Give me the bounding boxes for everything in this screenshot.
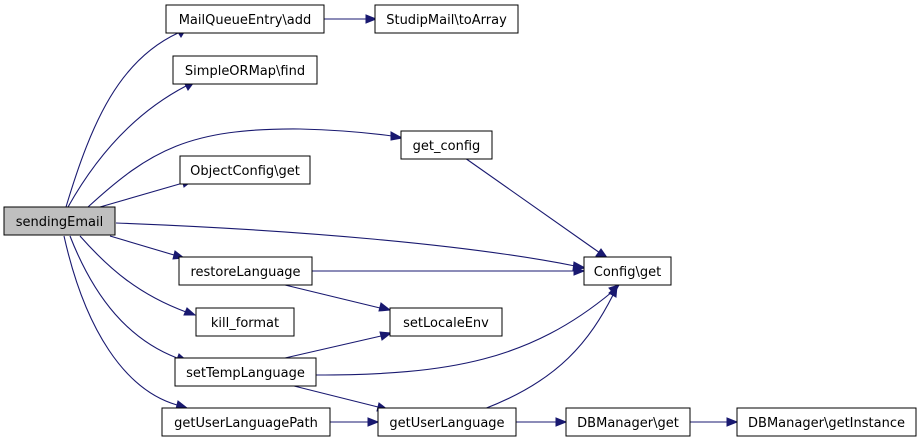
node-objectconfig-get[interactable]: ObjectConfig\get	[179, 155, 311, 185]
edge-sendingemail-to-get-config	[87, 128, 404, 208]
edge-sendingemail-to-kill-format	[79, 235, 197, 316]
node-label: getUserLanguagePath	[174, 416, 318, 431]
node-label: StudipMail\toArray	[386, 13, 507, 28]
node-label: ObjectConfig\get	[190, 164, 300, 179]
node-studipmail-toarray[interactable]: StudipMail\toArray	[374, 4, 519, 34]
edge-getuserlanguage-to-dbmanager-get	[516, 417, 568, 427]
edge-restorelanguage-to-setlocaleenv	[284, 284, 392, 312]
node-label: sendingEmail	[16, 215, 103, 230]
node-get-config[interactable]: get_config	[400, 130, 493, 160]
node-simpleormap-find[interactable]: SimpleORMap\find	[172, 55, 318, 85]
node-settemplanguage[interactable]: setTempLanguage	[174, 357, 317, 387]
node-label: setTempLanguage	[186, 366, 305, 381]
node-restorelanguage[interactable]: restoreLanguage	[178, 256, 313, 286]
edge-sendingemail-to-restorelanguage	[109, 235, 186, 260]
edge-sendingemail-to-getuserlanguagepath	[63, 235, 189, 410]
edge-dbmanager-get-to-dbmanager-getinstance	[690, 417, 739, 427]
node-label: setLocaleEnv	[403, 316, 489, 331]
node-config-get[interactable]: Config\get	[583, 256, 672, 286]
node-label: get_config	[413, 139, 481, 154]
node-sendingemail[interactable]: sendingEmail	[3, 206, 116, 236]
node-dbmanager-get[interactable]: DBManager\get	[565, 407, 691, 437]
edge-getuserlanguage-to-config-get	[483, 284, 618, 410]
edge-settemplanguage-to-getuserlanguage	[289, 384, 390, 412]
node-label: DBManager\getInstance	[748, 416, 905, 431]
edge-getuserlanguagepath-to-getuserlanguage	[330, 417, 380, 427]
edge-sendingemail-to-objectconfig-get	[99, 178, 195, 208]
edge-sendingemail-to-settemplanguage	[69, 235, 189, 363]
edge-get-config-to-config-get	[464, 157, 610, 260]
node-label: getUserLanguage	[389, 416, 504, 431]
node-label: kill_format	[211, 316, 279, 331]
node-setlocaleenv[interactable]: setLocaleEnv	[389, 307, 503, 337]
node-getuserlanguagepath[interactable]: getUserLanguagePath	[161, 407, 331, 437]
edge-settemplanguage-to-setlocaleenv	[284, 331, 393, 359]
node-label: DBManager\get	[577, 416, 679, 431]
node-kill-format[interactable]: kill_format	[195, 307, 295, 337]
node-label: Config\get	[594, 265, 661, 280]
node-getuserlanguage[interactable]: getUserLanguage	[377, 407, 517, 437]
node-label: restoreLanguage	[190, 265, 300, 280]
edge-mailqueueentry-add-to-studipmail-toarray	[324, 14, 378, 24]
node-label: SimpleORMap\find	[185, 64, 305, 79]
node-dbmanager-getinstance[interactable]: DBManager\getInstance	[736, 407, 917, 437]
node-label: MailQueueEntry\add	[179, 13, 312, 28]
node-mailqueueentry-add[interactable]: MailQueueEntry\add	[165, 4, 325, 34]
edge-restorelanguage-to-config-get	[312, 266, 586, 276]
